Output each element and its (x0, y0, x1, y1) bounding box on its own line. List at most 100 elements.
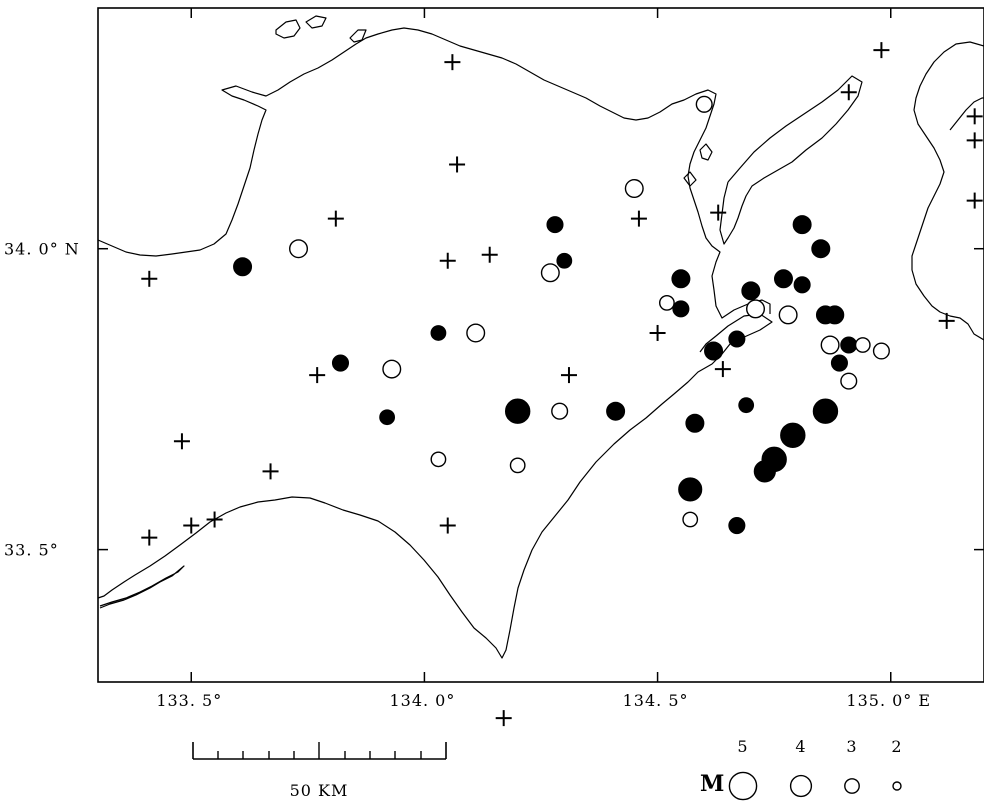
station-marker (873, 42, 890, 59)
north-coastline (97, 27, 771, 319)
event-open (289, 239, 309, 259)
legend-label: 3 (846, 737, 857, 756)
x-tick-label: 135. 0° E (846, 691, 931, 710)
event-open (509, 457, 526, 474)
event-filled (792, 215, 812, 235)
event-filled (728, 516, 746, 535)
event-filled (780, 422, 806, 448)
x-tick-label: 133. 5° (156, 691, 222, 710)
legend-circle (789, 774, 813, 798)
station-marker (439, 252, 456, 269)
island-4 (699, 143, 713, 161)
station-marker (141, 270, 158, 287)
station-marker (840, 84, 857, 101)
event-filled (685, 413, 705, 433)
scale-bar: 50 KM (192, 742, 447, 800)
event-filled (331, 354, 350, 372)
station-marker (495, 710, 512, 727)
station-marker (938, 312, 955, 329)
station-marker (309, 367, 326, 384)
event-open (820, 335, 840, 355)
event-filled (678, 477, 703, 502)
event-open (778, 305, 798, 325)
axis-layer: 133. 5°134. 0°134. 5°135. 0° E34. 0° N33… (4, 8, 984, 710)
x-tick-label: 134. 0° (389, 691, 455, 710)
event-open (551, 402, 569, 420)
event-filled (556, 252, 573, 269)
event-filled (672, 300, 690, 318)
event-filled (741, 281, 761, 301)
legend-title: M (700, 771, 725, 797)
event-filled (773, 269, 793, 289)
event-open (624, 179, 644, 199)
event-open (840, 372, 858, 390)
event-filled (671, 269, 691, 289)
event-filled (738, 397, 755, 414)
station-marker (183, 517, 200, 534)
event-filled (840, 336, 858, 354)
scale-bar-label: 50 KM (290, 781, 349, 800)
event-filled (728, 330, 746, 348)
event-open (682, 511, 699, 528)
island-5 (683, 171, 697, 187)
station-marker (966, 108, 983, 125)
legend-circle (892, 781, 902, 791)
island-3 (349, 29, 367, 43)
island-2 (305, 15, 327, 29)
station-marker (966, 132, 983, 149)
event-filled (233, 257, 253, 277)
coastline-layer (97, 15, 984, 659)
y-tick-label: 34. 0° N (4, 240, 80, 259)
legend-label: 2 (891, 737, 902, 756)
event-filled (430, 325, 447, 341)
event-open (872, 342, 890, 360)
legend-circle (728, 771, 758, 801)
station-marker (649, 324, 666, 341)
event-filled (379, 409, 396, 426)
event-open (540, 263, 560, 283)
map-frame (97, 7, 984, 683)
shikoku-coastline (97, 313, 773, 659)
event-open (430, 451, 447, 468)
event-filled (830, 354, 848, 372)
station-layer (141, 42, 983, 727)
event-layer (233, 95, 890, 535)
station-marker (630, 210, 647, 227)
station-marker (173, 433, 190, 450)
magnitude-legend: M 5 4 3 2 (700, 737, 902, 801)
station-marker (444, 54, 461, 71)
event-open (466, 323, 486, 343)
station-marker (710, 204, 727, 221)
event-filled (606, 401, 626, 421)
sw-coast-fragment (99, 565, 185, 609)
event-filled (812, 398, 839, 424)
station-marker (714, 361, 731, 378)
awaji-island-coastline (719, 75, 863, 245)
event-filled (546, 216, 564, 234)
ne-coast-fragment (949, 97, 984, 131)
event-filled (793, 276, 811, 294)
station-marker (262, 463, 279, 480)
island-1 (275, 19, 301, 39)
event-open (695, 95, 713, 113)
legend-circle (844, 778, 860, 794)
station-marker (206, 511, 223, 528)
station-marker (327, 210, 344, 227)
legend-label: 5 (737, 737, 748, 756)
event-open (382, 359, 402, 379)
legend-label: 4 (795, 737, 806, 756)
station-marker (449, 156, 466, 173)
event-filled (825, 305, 845, 325)
event-open (746, 299, 766, 319)
event-filled (704, 341, 724, 361)
station-marker (966, 192, 983, 209)
station-marker (141, 529, 158, 546)
event-filled (811, 239, 831, 259)
station-marker (481, 246, 498, 263)
event-open (659, 294, 675, 311)
y-tick-label: 33. 5° (4, 541, 59, 560)
honshu-east-coastline (911, 41, 984, 341)
station-marker (439, 517, 456, 534)
event-filled (761, 446, 787, 473)
